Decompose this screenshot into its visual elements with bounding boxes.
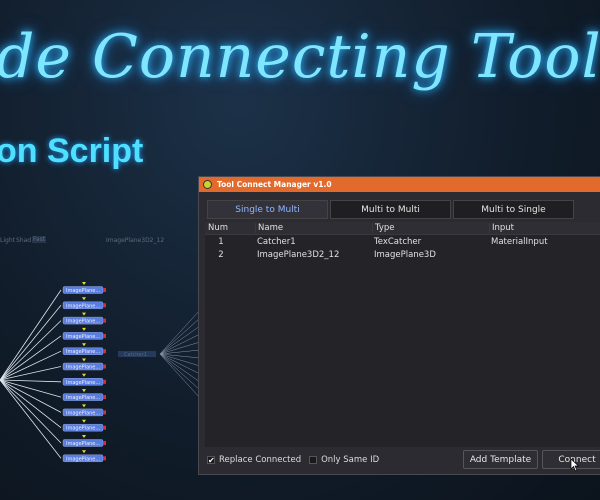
tool-connect-manager-dialog: Tool Connect Manager v1.0 Single to Mult… xyxy=(198,176,600,475)
cell-name: Catcher1 xyxy=(257,236,296,247)
wire xyxy=(159,325,201,355)
tools-table[interactable]: Num Name Type Input 1 Catcher1 TexCatche… xyxy=(205,222,600,447)
input-triangle-icon xyxy=(82,373,86,377)
wire xyxy=(159,317,201,355)
table-header: Num Name Type Input xyxy=(205,222,600,235)
node-label[interactable]: ImagePlane... xyxy=(66,303,101,309)
wire xyxy=(159,353,201,359)
input-triangle-icon xyxy=(82,358,86,362)
wire xyxy=(0,379,62,444)
node-label[interactable]: ImagePlane... xyxy=(66,319,101,325)
header-num[interactable]: Num xyxy=(208,223,229,233)
cell-type: ImagePlane3D xyxy=(374,249,436,260)
node-label[interactable]: ImagePlane... xyxy=(66,365,101,371)
wire xyxy=(159,309,201,355)
toolbar-shad[interactable]: Shad xyxy=(16,237,32,244)
output-port xyxy=(103,425,106,430)
input-triangle-icon xyxy=(82,282,86,285)
wire xyxy=(0,289,62,381)
toolbar-light[interactable]: Light xyxy=(0,237,15,244)
wire xyxy=(0,379,62,398)
input-triangle-icon xyxy=(82,312,86,316)
tab-multi-to-single[interactable]: Multi to Single xyxy=(453,200,574,219)
input-triangle-icon xyxy=(82,327,86,331)
output-port xyxy=(103,318,106,323)
replace-connected-checkbox[interactable]: ✔ xyxy=(207,456,215,465)
table-row[interactable]: 1 Catcher1 TexCatcher MaterialInput xyxy=(205,235,600,248)
tab-multi-to-multi[interactable]: Multi to Multi xyxy=(330,200,451,219)
output-port xyxy=(103,303,106,308)
cell-type: TexCatcher xyxy=(374,236,422,247)
node-label[interactable]: ImagePlane... xyxy=(66,380,101,386)
output-port xyxy=(103,410,106,415)
input-triangle-icon xyxy=(82,404,86,408)
output-port xyxy=(103,333,106,338)
catcher-node-label[interactable]: Catcher1 xyxy=(124,352,147,358)
header-input[interactable]: Input xyxy=(489,223,600,233)
app-icon xyxy=(203,180,212,189)
input-triangle-icon xyxy=(82,435,86,438)
toolbar-fast[interactable]: Fast xyxy=(32,236,47,243)
header-name[interactable]: Name xyxy=(255,223,372,233)
node-label[interactable]: ImagePlane... xyxy=(66,456,101,462)
wire xyxy=(0,379,62,429)
wire xyxy=(0,379,62,383)
node-label[interactable]: ImagePlane... xyxy=(66,288,101,294)
wire xyxy=(0,320,62,381)
wire xyxy=(159,333,201,355)
output-port xyxy=(103,441,106,445)
mouse-cursor-icon xyxy=(570,458,580,472)
title-bar[interactable]: Tool Connect Manager v1.0 xyxy=(199,177,600,192)
node-label[interactable]: ImagePlane... xyxy=(66,349,101,355)
input-triangle-icon xyxy=(82,343,86,347)
node-graph[interactable]: ImagePlane... ImagePlane... ImagePlane... I… xyxy=(0,215,600,475)
output-port xyxy=(103,288,106,292)
node-label[interactable]: ImagePlane... xyxy=(66,410,101,416)
wire xyxy=(159,353,201,375)
only-same-id-label[interactable]: Only Same ID xyxy=(321,455,380,465)
cell-num: 2 xyxy=(218,249,224,260)
wire xyxy=(159,353,201,391)
wire xyxy=(159,353,201,367)
output-port xyxy=(103,349,106,354)
node-label[interactable]: ImagePlane... xyxy=(66,426,101,432)
catcher-node[interactable] xyxy=(118,351,156,357)
video-title: de Connecting Tool xyxy=(0,22,600,92)
output-port xyxy=(103,395,106,400)
table-row[interactable]: 2 ImagePlane3D2_12 ImagePlane3D xyxy=(205,248,600,261)
wire xyxy=(0,379,62,459)
wire xyxy=(0,335,62,381)
add-template-button[interactable]: Add Template xyxy=(463,450,538,469)
output-port xyxy=(103,379,106,384)
wire xyxy=(159,353,201,399)
output-port xyxy=(103,456,106,461)
wire xyxy=(159,349,201,355)
wire xyxy=(159,353,201,383)
only-same-id-checkbox[interactable] xyxy=(309,456,318,464)
node-label[interactable]: ImagePlane... xyxy=(66,395,101,401)
input-triangle-icon xyxy=(82,419,86,423)
dialog-title: Tool Connect Manager v1.0 xyxy=(217,180,332,189)
cell-input: MaterialInput xyxy=(491,236,548,247)
node-label[interactable]: ImagePlane... xyxy=(66,441,101,447)
node-path-label: ImagePlane3D2_12 xyxy=(106,237,165,244)
input-triangle-icon xyxy=(82,297,86,301)
output-port xyxy=(103,364,106,369)
wire xyxy=(159,341,201,355)
input-triangle-icon xyxy=(82,389,86,393)
input-triangle-icon xyxy=(82,450,86,454)
wire xyxy=(0,366,62,381)
replace-connected-label[interactable]: Replace Connected xyxy=(219,455,302,465)
wire xyxy=(0,379,62,413)
cell-name: ImagePlane3D2_12 xyxy=(257,249,340,260)
tab-single-to-multi[interactable]: Single to Multi xyxy=(207,200,328,219)
wire xyxy=(0,350,62,381)
wire xyxy=(0,305,62,381)
node-label[interactable]: ImagePlane... xyxy=(66,334,101,340)
header-type[interactable]: Type xyxy=(372,223,489,233)
cell-num: 1 xyxy=(218,236,224,247)
video-subtitle: on Script xyxy=(0,132,144,170)
